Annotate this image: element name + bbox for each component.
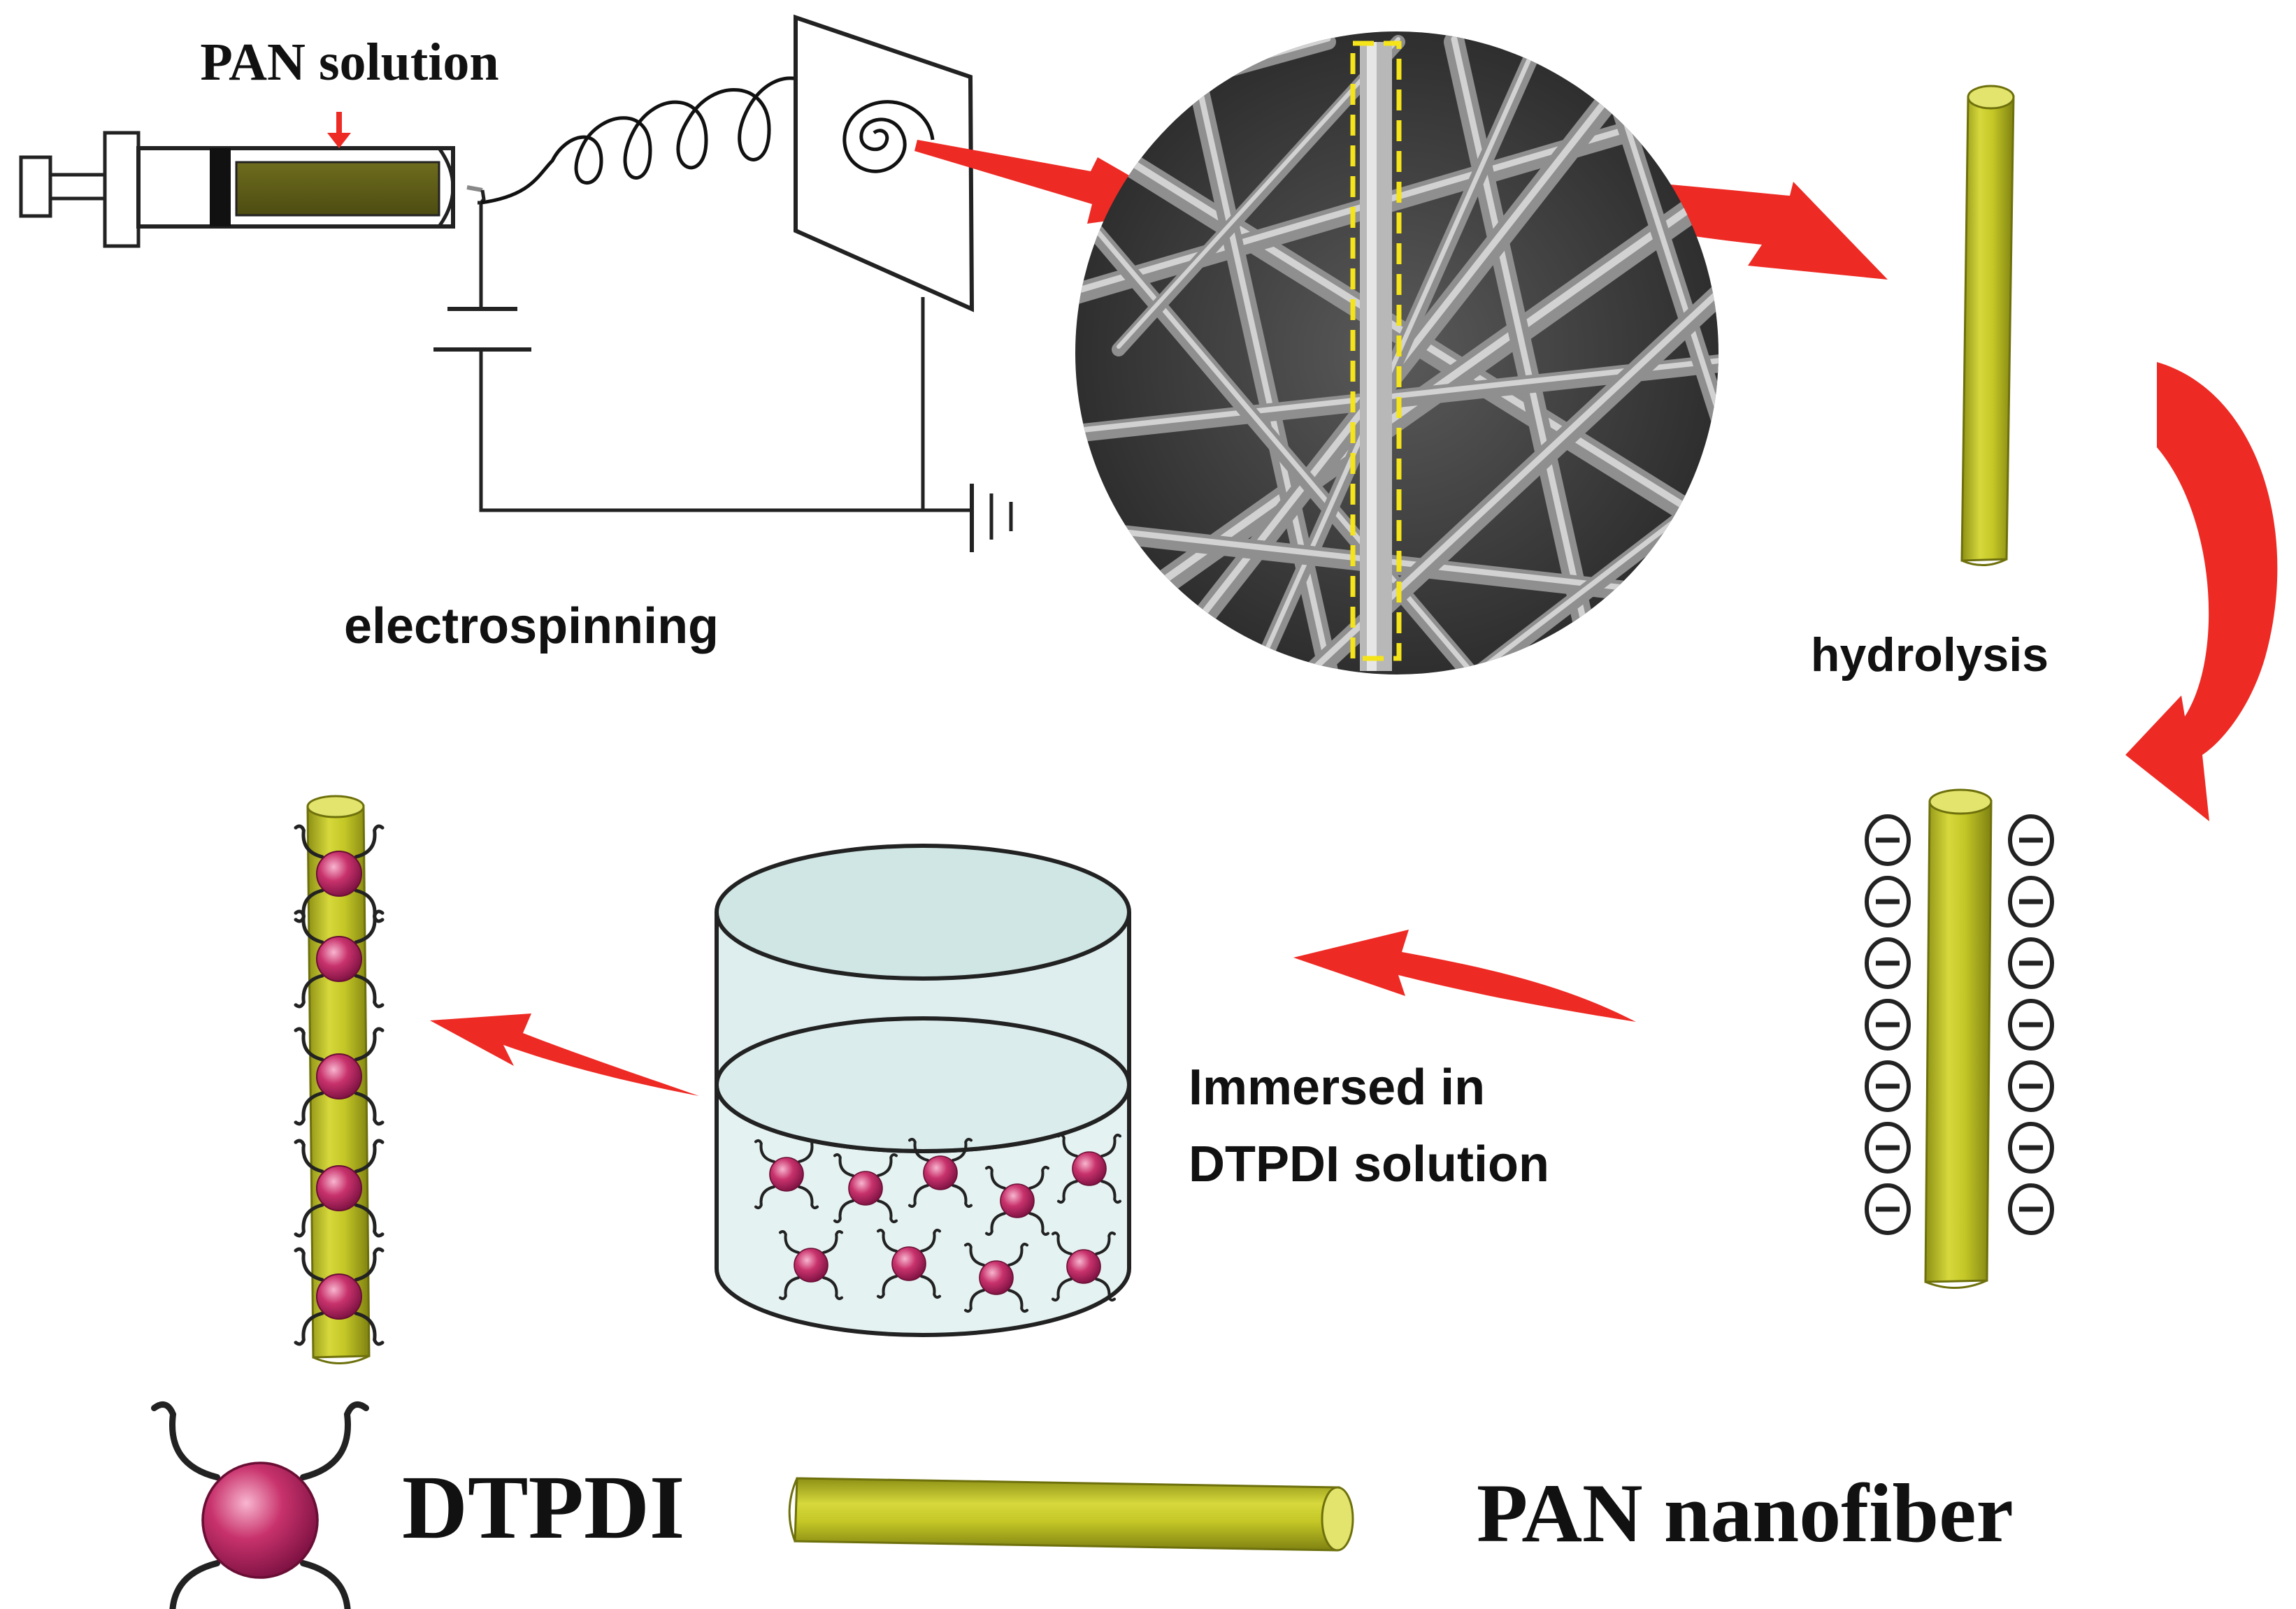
arrow-to-beaker-icon <box>1293 930 1636 1022</box>
negative-charge-icon <box>1865 1060 1911 1112</box>
dtpdi-molecule-icon <box>294 1139 385 1238</box>
legend: DTPDI PAN nanofiber <box>151 1401 2014 1609</box>
beaker-icon <box>715 844 1131 1337</box>
dtpdi-molecule-icon <box>294 1247 385 1346</box>
dtpdi-molecule-icon <box>1057 1133 1121 1204</box>
immersed-label-line2: DTPDI solution <box>1189 1137 1549 1192</box>
negative-charge-icon <box>1865 876 1911 928</box>
negative-charge-icon <box>2008 1122 2054 1174</box>
attached-dtpdi-molecules <box>294 824 385 1346</box>
negative-charge-icon <box>2008 1060 2054 1112</box>
dtpdi-molecule-icon <box>964 1242 1028 1313</box>
pointer-arrow-icon <box>327 112 351 148</box>
sem-fiber-highlight <box>1087 525 1719 602</box>
dtpdi-molecule-icon <box>294 909 385 1009</box>
sem-selected-strand-highlight <box>1367 42 1377 671</box>
syringe-icon <box>19 131 483 248</box>
immersed-label-line1: Immersed in <box>1189 1060 1485 1116</box>
electrospinning-label: electrospinning <box>344 598 719 654</box>
dtpdi-molecule-icon <box>779 1229 843 1301</box>
pan-solution-label: PAN solution <box>200 33 498 92</box>
negative-charges <box>1865 814 2054 1235</box>
single-nanofiber-icon <box>1960 85 2015 567</box>
dtpdi-molecule-icon <box>985 1165 1049 1236</box>
dtpdi-molecule-icon <box>833 1153 898 1224</box>
pan-solution-fill <box>235 161 440 217</box>
negative-charge-icon <box>2008 1183 2054 1235</box>
dtpdi-molecules-in-solution <box>754 1133 1121 1313</box>
sem-fiber-highlight <box>1075 358 1719 433</box>
negative-charge-icon <box>2008 814 2054 866</box>
dtpdi-molecule-icon <box>294 1027 385 1126</box>
dtpdi-molecule-icon <box>754 1139 819 1210</box>
negative-charge-icon <box>1865 814 1911 866</box>
decorated-nanofiber-icon <box>294 795 385 1364</box>
dtpdi-molecule-icon <box>151 1401 369 1609</box>
negative-charge-icon <box>2008 999 2054 1051</box>
negative-charge-icon <box>1865 937 1911 989</box>
electrospinning-jet <box>480 76 827 205</box>
dtpdi-molecule-icon <box>1052 1231 1116 1302</box>
charged-nanofiber-icon <box>1924 788 1993 1289</box>
dtpdi-molecule-icon <box>908 1137 973 1208</box>
legend-pan-nanofiber-label: PAN nanofiber <box>1477 1466 2014 1559</box>
sem-image-icon <box>1075 31 1719 674</box>
high-voltage-circuit <box>433 189 1013 552</box>
negative-charge-icon <box>1865 999 1911 1051</box>
selected-fiber-box <box>1350 41 1402 661</box>
hydrolysis-curved-arrow-icon <box>2125 362 2278 821</box>
battery-symbol-icon <box>433 307 531 352</box>
legend-dtpdi-icon <box>151 1401 369 1609</box>
sem-fiber-highlight <box>1451 36 1598 672</box>
negative-charge-icon <box>2008 876 2054 928</box>
negative-charge-icon <box>2008 937 2054 989</box>
arrow-to-decorated-fiber-icon <box>430 1013 699 1096</box>
legend-dtpdi-label: DTPDI <box>402 1457 684 1558</box>
legend-nanofiber-icon <box>788 1477 1354 1552</box>
dtpdi-molecule-icon <box>877 1228 941 1299</box>
collector-plate-icon <box>794 14 975 312</box>
negative-charge-icon <box>1865 1183 1911 1235</box>
negative-charge-icon <box>1865 1122 1911 1174</box>
hydrolysis-label: hydrolysis <box>1811 628 2049 681</box>
ground-symbol-icon <box>970 484 1013 552</box>
